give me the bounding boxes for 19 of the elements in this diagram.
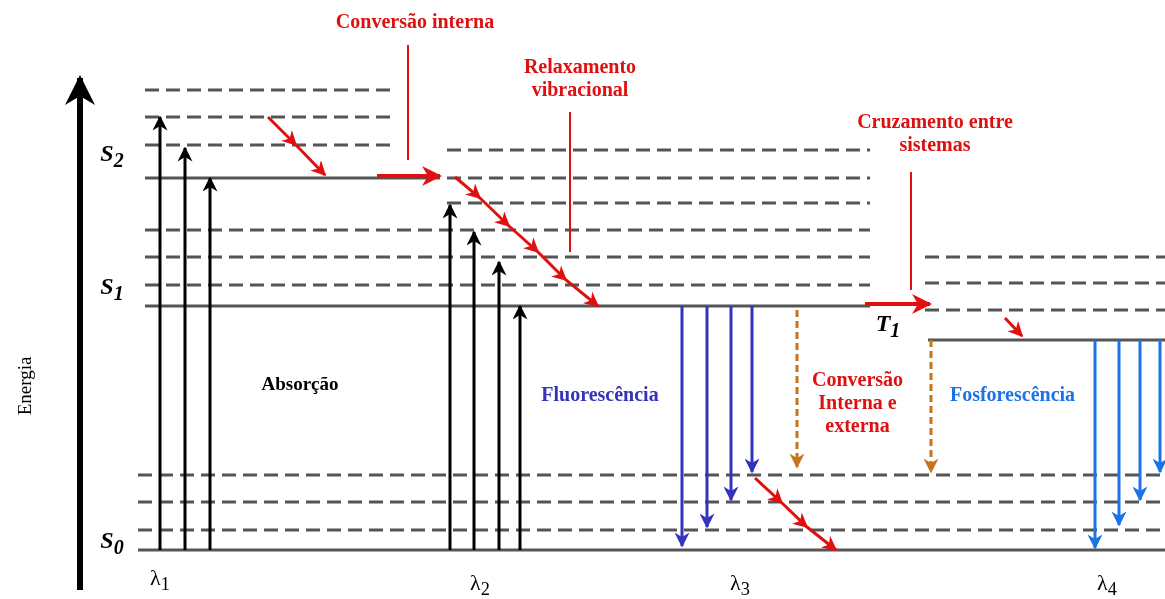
state-label: S$_{1}$: [99, 273, 125, 305]
state-label: S$_{2}$: [99, 140, 125, 172]
leader-line: [569, 111, 571, 253]
leader-line: [407, 44, 409, 161]
process-label: Cruzamento entre sistemas: [840, 110, 1030, 156]
wavelength-label: λ$_{3}$: [729, 570, 751, 599]
process-label: Relaxamento vibracional: [500, 55, 660, 101]
wavelength-label: λ$_{1}$: [149, 565, 171, 596]
wavelength-label: λ$_{4}$: [1096, 570, 1118, 599]
process-label: Conversão interna: [330, 10, 500, 33]
state-label: T$_{1}$: [874, 310, 902, 342]
wavelength-label: λ$_{2}$: [469, 570, 491, 599]
process-label: Absorção: [260, 373, 340, 395]
axis-label: Energia: [14, 355, 36, 418]
leader-line: [910, 171, 912, 291]
process-label: Fosforescência: [948, 383, 1077, 406]
process-label: Fluorescência: [540, 383, 660, 406]
process-label: Conversão Interna e externa: [810, 368, 905, 437]
state-label: S$_{0}$: [99, 527, 125, 559]
